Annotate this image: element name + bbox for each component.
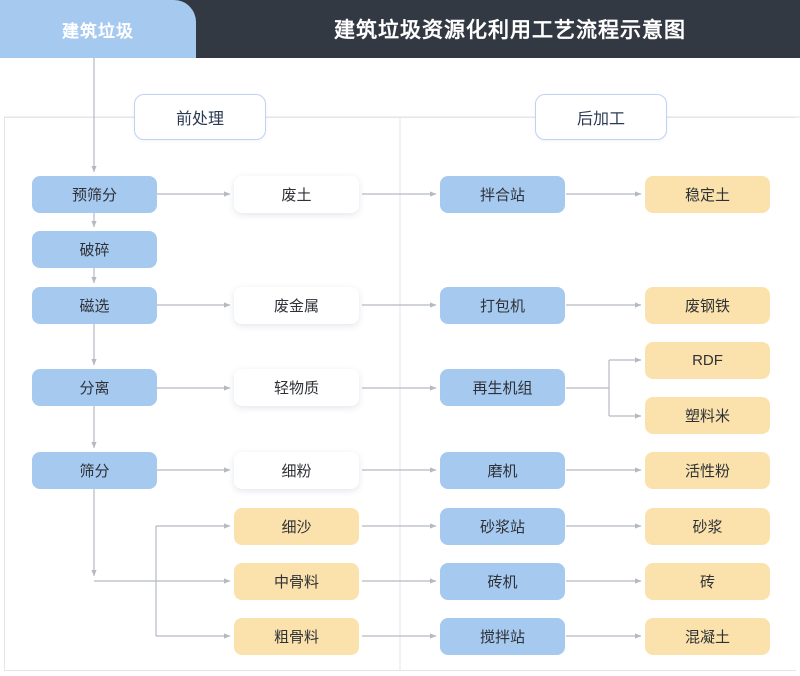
node-coarse-aggregate[interactable]: 粗骨料 [234,618,359,655]
node-medium-aggregate[interactable]: 中骨料 [234,563,359,600]
node-regeneration-unit[interactable]: 再生机组 [440,369,565,406]
source-tab-construction-waste[interactable]: 建筑垃圾 [0,0,196,58]
node-fine-powder[interactable]: 细粉 [234,452,359,489]
node-active-powder[interactable]: 活性粉 [645,452,770,489]
node-waste-metal[interactable]: 废金属 [234,287,359,324]
node-separation[interactable]: 分离 [32,369,157,406]
section-chip-postprocessing[interactable]: 后加工 [535,94,667,140]
node-mixing-station[interactable]: 拌合站 [440,176,565,213]
node-rdf[interactable]: RDF [645,342,770,379]
node-baler[interactable]: 打包机 [440,287,565,324]
node-mill[interactable]: 磨机 [440,452,565,489]
node-stabilized-soil[interactable]: 稳定土 [645,176,770,213]
section-chip-pretreatment[interactable]: 前处理 [134,94,266,140]
node-fine-sand[interactable]: 细沙 [234,508,359,545]
node-mortar-station[interactable]: 砂浆站 [440,508,565,545]
node-plastic-pellet[interactable]: 塑料米 [645,397,770,434]
node-crush[interactable]: 破碎 [32,231,157,268]
node-magnetic-separation[interactable]: 磁选 [32,287,157,324]
node-scrap-steel[interactable]: 废钢铁 [645,287,770,324]
node-brick[interactable]: 砖 [645,563,770,600]
page-title: 建筑垃圾资源化利用工艺流程示意图 [334,19,686,42]
node-waste-soil[interactable]: 废土 [234,176,359,213]
node-pre-screen[interactable]: 预筛分 [32,176,157,213]
node-screening[interactable]: 筛分 [32,452,157,489]
node-batching-plant[interactable]: 搅拌站 [440,618,565,655]
node-concrete[interactable]: 混凝土 [645,618,770,655]
node-brick-machine[interactable]: 砖机 [440,563,565,600]
node-mortar[interactable]: 砂浆 [645,508,770,545]
node-light-matter[interactable]: 轻物质 [234,369,359,406]
